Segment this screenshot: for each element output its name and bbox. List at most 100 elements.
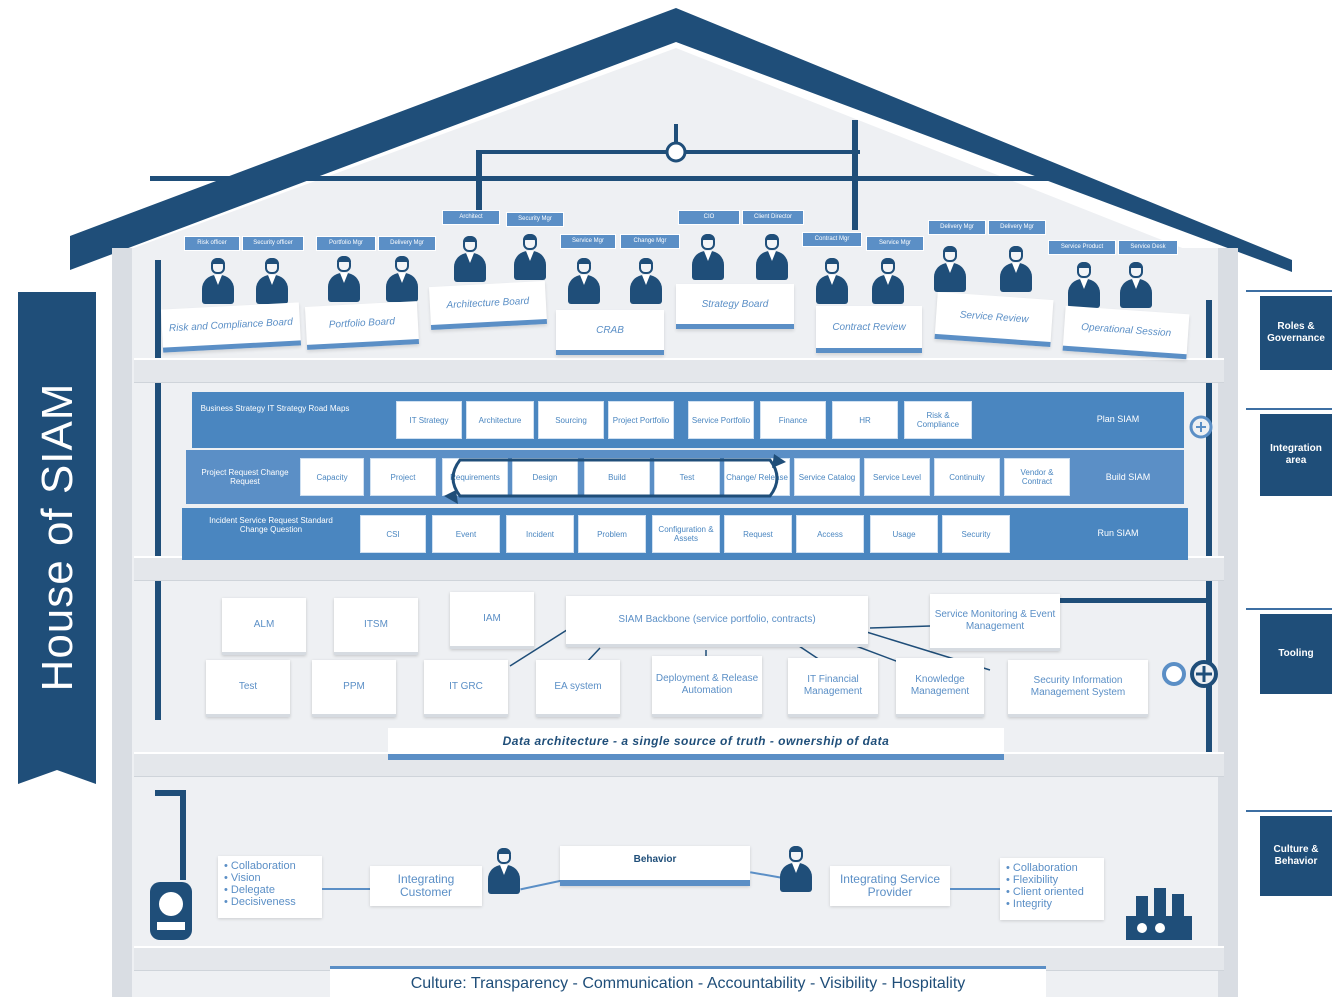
process-item: Service Level — [864, 458, 930, 496]
tab-culture-behavior: Culture & Behavior — [1260, 816, 1332, 896]
trait-item: • Client oriented — [1006, 886, 1084, 898]
process-item: Capacity — [300, 458, 364, 496]
tooling-pipe — [1060, 598, 1210, 603]
person-icon — [386, 256, 418, 302]
process-item: Request — [724, 515, 792, 553]
process-row-run-inputs: Incident Service Request Standard Change… — [209, 516, 333, 534]
process-row-plan: Business Strategy IT Strategy Road Maps … — [192, 392, 1184, 448]
person-icon — [256, 258, 288, 304]
tool-ea-system: EA system — [536, 660, 620, 717]
process-item: Risk & Compliance — [904, 401, 972, 439]
connector-line — [950, 888, 1000, 890]
role-chip: Service Mgr — [866, 236, 924, 251]
role-chip: CIO — [678, 210, 740, 225]
person-icon — [1000, 246, 1032, 292]
role-chip: Service Desk — [1118, 240, 1178, 255]
person-icon — [780, 846, 812, 892]
data-architecture-banner: Data architecture - a single source of t… — [388, 728, 1004, 760]
integrating-customer: Integrating Customer — [370, 866, 482, 906]
left-wall — [112, 248, 132, 997]
board-service-review: Service Review — [934, 292, 1054, 347]
connector-line — [322, 888, 370, 890]
attic-pipe-v2 — [852, 120, 858, 230]
role-chip: Risk officer — [184, 236, 240, 251]
role-chip: Architect — [442, 210, 500, 225]
customer-traits-list: • Collaboration • Vision • Delegate • De… — [218, 856, 322, 918]
process-item: Architecture — [466, 401, 534, 439]
tool-it-grc: IT GRC — [424, 660, 508, 717]
behavior-box: Behavior — [560, 846, 750, 886]
process-row-build-inputs: Project Request Change Request — [201, 468, 289, 486]
process-item: Access — [796, 515, 864, 553]
cycle-arrows — [444, 454, 786, 504]
board-crab: CRAB — [556, 310, 664, 355]
person-icon — [1120, 262, 1152, 308]
person-icon — [816, 258, 848, 304]
tool-siem: Security Information Management System — [1008, 660, 1148, 717]
role-chip: Security Mgr — [506, 212, 564, 227]
role-chip: Delivery Mgr — [988, 220, 1046, 235]
role-chip: Delivery Mgr — [928, 220, 986, 235]
process-row-run: Incident Service Request Standard Change… — [182, 508, 1188, 560]
tab-divider — [1246, 608, 1332, 610]
process-row-build-label: Build SIAM — [1105, 472, 1151, 482]
trait-item: • Flexibility — [1006, 874, 1059, 886]
board-risk-compliance: Risk and Compliance Board — [160, 302, 302, 353]
person-icon — [488, 848, 520, 894]
tool-knowledge: Knowledge Management — [896, 658, 984, 717]
person-icon — [568, 258, 600, 304]
left-pipe-low-v — [180, 790, 186, 880]
tab-roles-governance: Roles & Governance — [1260, 296, 1332, 370]
process-item: Finance — [760, 401, 826, 439]
process-item: Sourcing — [538, 401, 604, 439]
process-item: Configuration & Assets — [652, 515, 720, 553]
trait-item: • Integrity — [1006, 898, 1053, 910]
trait-item: • Delegate — [224, 884, 275, 896]
meter-icon — [150, 882, 192, 940]
process-item: Continuity — [934, 458, 1000, 496]
banner-notch — [18, 770, 96, 784]
role-chip: Delivery Mgr — [378, 236, 436, 251]
board-architecture: Architecture Board — [428, 280, 548, 331]
board-portfolio: Portfolio Board — [304, 301, 420, 350]
role-chip: Contract Mgr — [802, 232, 862, 247]
person-icon — [934, 246, 966, 292]
culture-footer: Culture: Transparency - Communication - … — [330, 966, 1046, 999]
role-chip: Change Mgr — [620, 234, 680, 249]
process-row-plan-inputs: Business Strategy IT Strategy Road Maps — [200, 404, 350, 413]
integrating-service-provider: Integrating Service Provider — [830, 866, 950, 906]
tool-ppm: PPM — [312, 660, 396, 717]
attic-pipe-v3 — [674, 124, 678, 152]
process-item: Usage — [870, 515, 938, 553]
gauge-icon — [1162, 660, 1218, 688]
tool-alm: ALM — [222, 598, 306, 655]
process-item: Build — [584, 458, 650, 496]
attic-pipe — [150, 176, 1050, 181]
person-icon — [514, 234, 546, 280]
process-item: Service Portfolio — [688, 401, 754, 439]
person-icon — [756, 234, 788, 280]
left-pipe — [155, 260, 161, 720]
process-item: Security — [942, 515, 1010, 553]
process-item: Vendor & Contract — [1004, 458, 1070, 496]
process-item: Service Catalog — [794, 458, 860, 496]
process-row-run-label: Run SIAM — [1097, 528, 1139, 538]
tool-itsm: ITSM — [334, 598, 418, 655]
tab-divider — [1246, 810, 1332, 812]
person-icon — [1068, 262, 1100, 308]
valve-icon — [1189, 415, 1213, 439]
process-row-plan-label: Plan SIAM — [1096, 414, 1140, 424]
tool-iam: IAM — [450, 592, 534, 649]
valve-icon — [665, 141, 687, 163]
role-chip: Service Mgr — [560, 234, 616, 249]
person-icon — [692, 234, 724, 280]
house-of-siam-banner: House of SIAM — [18, 292, 96, 784]
tab-tooling: Tooling — [1260, 614, 1332, 694]
banner-title: House of SIAM — [33, 382, 82, 692]
person-icon — [202, 258, 234, 304]
tab-divider — [1246, 408, 1332, 410]
process-item: CSI — [360, 515, 426, 553]
board-contract-review: Contract Review — [816, 306, 922, 353]
process-item: Project — [370, 458, 436, 496]
person-icon — [328, 256, 360, 302]
